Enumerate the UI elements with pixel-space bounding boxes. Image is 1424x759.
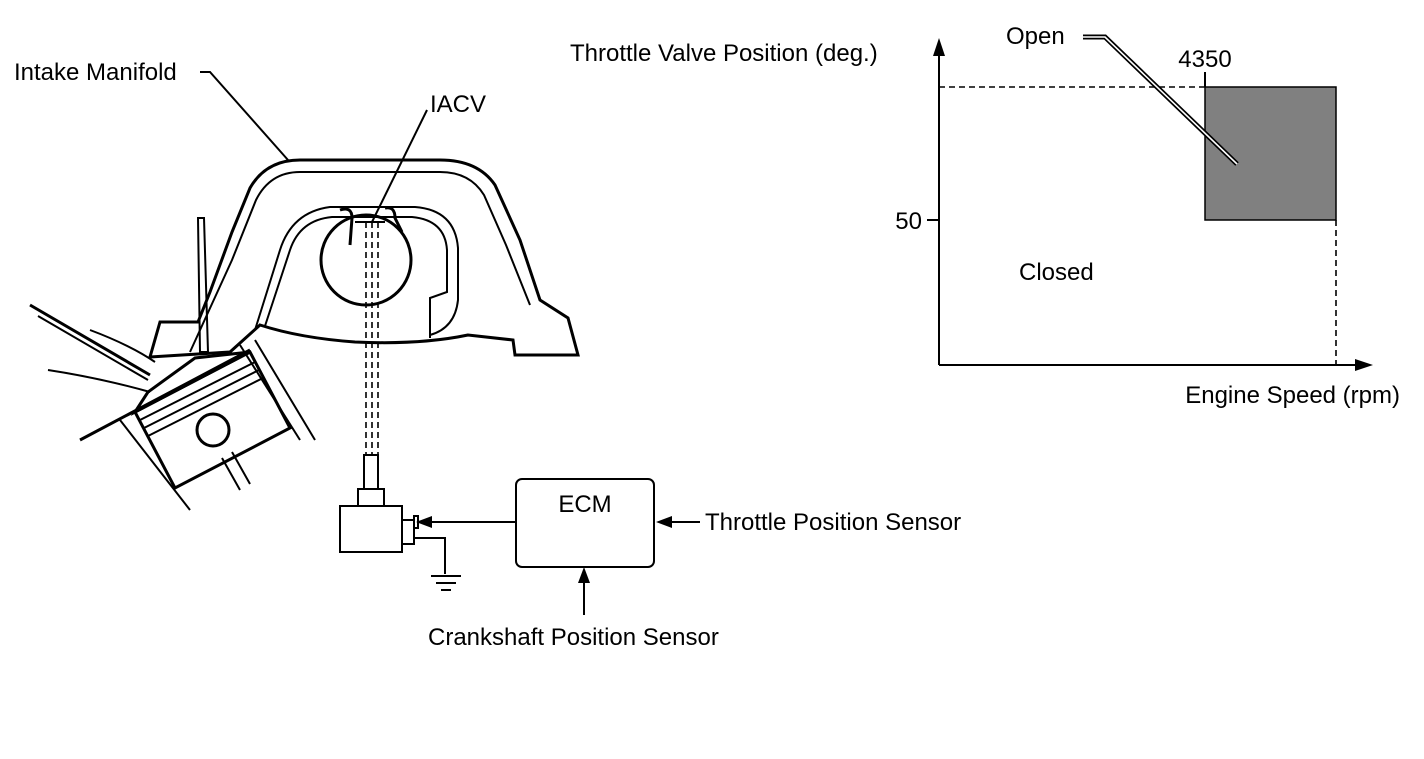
- piston-ring-1: [139, 361, 256, 421]
- y-tick-label-50: 50: [895, 208, 922, 235]
- intake-manifold-leader: [200, 71, 289, 161]
- iacv-valve-left: [339, 207, 354, 246]
- ecm-box: [515, 478, 655, 568]
- piston-body: [132, 349, 293, 491]
- throttle-speed-chart: 50 4350 Throttle Valve Position (deg.) E…: [570, 23, 1400, 409]
- iacv-valve-right: [384, 206, 404, 233]
- piston-pin: [195, 412, 231, 448]
- piston-ring-3: [147, 377, 264, 437]
- iacv-actuator: [339, 454, 419, 553]
- iacv-shaft: [365, 222, 379, 455]
- intake-valve-stem: [196, 217, 210, 353]
- intake-manifold-label: Intake Manifold: [14, 59, 177, 86]
- intake-manifold-inner: [189, 171, 531, 353]
- cylinder-head-edge-2: [37, 315, 149, 381]
- tps-input-arrowhead: [656, 516, 672, 528]
- piston-ring-2: [143, 369, 260, 429]
- ecm-label: ECM: [558, 491, 611, 518]
- x-marker-label-4350: 4350: [1178, 46, 1231, 73]
- throttle-position-sensor-label: Throttle Position Sensor: [705, 509, 961, 536]
- connecting-rod: [221, 451, 251, 491]
- chart-y-axis-arrow: [933, 38, 945, 56]
- iacv-leader: [371, 109, 428, 223]
- ckp-input-arrowhead: [578, 567, 590, 583]
- intake-manifold-outer: [147, 158, 580, 359]
- intake-port-wall-inner: [264, 216, 448, 338]
- iacv-label: IACV: [430, 91, 486, 118]
- ground-symbol: [414, 537, 461, 591]
- open-region-label: Open: [1006, 23, 1065, 50]
- crankshaft-position-sensor-label: Crankshaft Position Sensor: [428, 624, 719, 651]
- throttle-bore: [319, 213, 413, 307]
- engine-cross-section: [29, 158, 580, 511]
- intake-port-wall: [254, 206, 459, 336]
- cylinder-head-edge-1: [29, 303, 151, 377]
- x-axis-label: Engine Speed (rpm): [1185, 382, 1400, 409]
- closed-region-label: Closed: [1019, 259, 1094, 286]
- cylinder-head-edge-4: [89, 329, 156, 363]
- cylinder-wall-left-inner: [119, 419, 191, 511]
- cylinder-wall-right: [254, 339, 316, 441]
- y-axis-label: Throttle Valve Position (deg.): [570, 40, 878, 67]
- cylinder-head-edge-3: [47, 369, 151, 393]
- ecm-to-iacv-arrowhead: [416, 516, 432, 528]
- open-leader: [1083, 36, 1238, 165]
- chart-x-axis-arrow: [1355, 359, 1373, 371]
